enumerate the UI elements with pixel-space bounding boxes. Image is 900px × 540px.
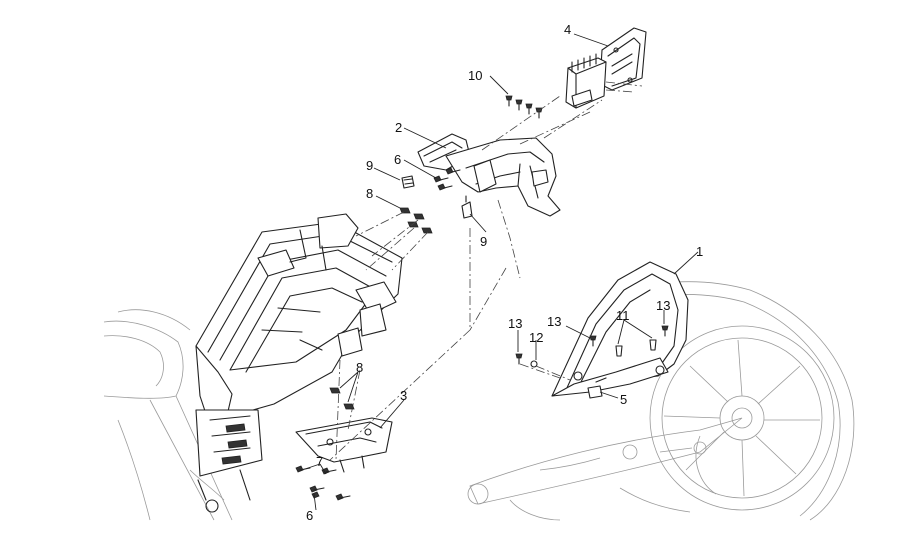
callout-4: 4: [564, 22, 571, 37]
part-7-6-bolts-lower: [295, 465, 351, 501]
callout-1: 1: [696, 244, 703, 259]
part-10-screws: [505, 95, 543, 119]
callout-11: 11: [616, 308, 630, 323]
part-6-bolts-upper: [433, 167, 461, 191]
callout-13-left: 13: [508, 316, 522, 331]
callout-6-lower: 6: [306, 508, 313, 523]
part-9-clips: [401, 175, 473, 219]
callout-labels: 4 10 2 6 9 8 9 1 13 12 13 11 13 5 3 8 7 …: [306, 22, 703, 523]
callout-13-right: 13: [656, 298, 670, 313]
callout-8-lower: 8: [356, 360, 363, 375]
part-8-nuts-upper: [355, 207, 433, 271]
parts-13-12-11-5-hardware: [515, 325, 669, 399]
part-8-nuts-lower: [329, 387, 355, 410]
callout-10: 10: [468, 68, 482, 83]
callout-12: 12: [529, 330, 543, 345]
part-2-rear-fairing: [417, 95, 603, 217]
callout-3: 3: [400, 388, 407, 403]
callout-2: 2: [395, 120, 402, 135]
callout-13-middle: 13: [547, 314, 561, 329]
callout-8-upper: 8: [366, 186, 373, 201]
assembly-lines: [329, 199, 521, 461]
leader-lines: [301, 33, 699, 511]
part-3-lower-bracket: [295, 359, 393, 473]
rear-subframe: [195, 213, 403, 513]
callout-7: 7: [316, 454, 323, 469]
callout-9-upper: 9: [366, 158, 373, 173]
motorcycle-background: [103, 281, 855, 521]
callout-6-upper: 6: [394, 152, 401, 167]
callout-9-lower: 9: [480, 234, 487, 249]
callout-5: 5: [620, 392, 627, 407]
part-4-control-unit: [565, 27, 647, 109]
